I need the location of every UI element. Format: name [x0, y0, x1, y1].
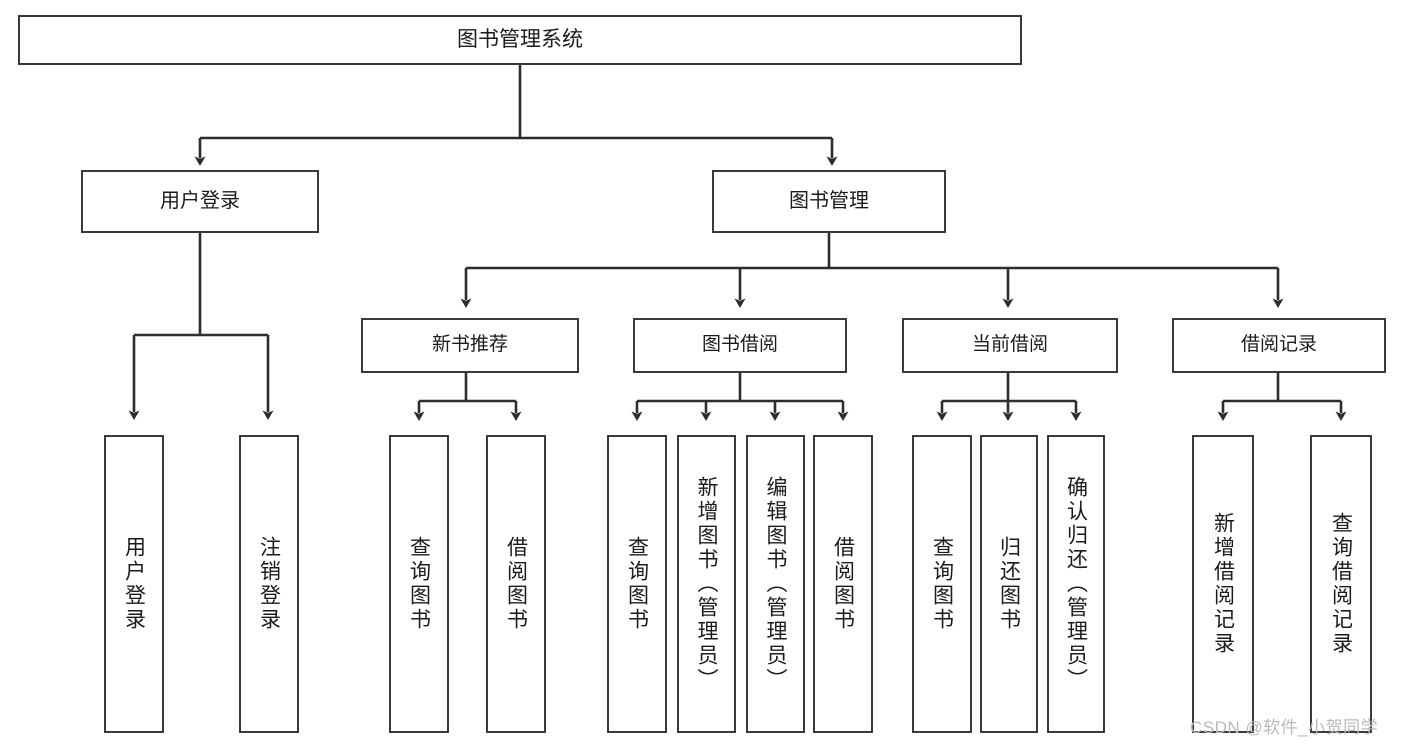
leaf-new-book-borrow-book[interactable]: 借阅图书: [486, 435, 546, 733]
node-root-book-management-system[interactable]: 图书管理系统: [18, 15, 1022, 65]
node-label: 借阅图书: [504, 536, 528, 632]
node-label: 查询借阅记录: [1329, 512, 1353, 656]
node-label: 图书借阅: [701, 334, 778, 356]
leaf-current-borrow-query-book[interactable]: 查询图书: [912, 435, 972, 733]
node-label: 新书推荐: [431, 334, 508, 356]
node-label: 确认归还（管理员）: [1064, 476, 1088, 692]
node-label: 图书管理系统: [457, 27, 583, 51]
node-label: 新增图书（管理员）: [695, 476, 718, 692]
node-label: 新增借阅记录: [1211, 512, 1235, 656]
node-label: 查询图书: [625, 536, 649, 632]
leaf-user-login-login[interactable]: 用户登录: [104, 435, 164, 733]
leaf-book-borrow-add-book-admin[interactable]: 新增图书（管理员）: [677, 435, 736, 733]
node-label: 归还图书: [997, 536, 1021, 632]
node-label: 图书管理: [789, 189, 869, 212]
leaf-book-borrow-edit-book-admin[interactable]: 编辑图书（管理员）: [746, 435, 805, 733]
leaf-book-borrow-query-book[interactable]: 查询图书: [607, 435, 667, 733]
leaf-current-borrow-return-book[interactable]: 归还图书: [980, 435, 1038, 733]
csdn-watermark: CSDN @软件_小贺同学: [1190, 718, 1379, 737]
node-label: 注销登录: [257, 536, 281, 632]
leaf-current-borrow-confirm-return-admin[interactable]: 确认归还（管理员）: [1047, 435, 1105, 733]
node-book-management[interactable]: 图书管理: [712, 170, 946, 233]
node-label: 借阅记录: [1240, 334, 1317, 356]
leaf-book-borrow-borrow-book[interactable]: 借阅图书: [813, 435, 873, 733]
node-label: 当前借阅: [971, 334, 1048, 356]
leaf-borrow-record-add-record[interactable]: 新增借阅记录: [1192, 435, 1254, 733]
node-label: 借阅图书: [831, 536, 855, 632]
leaf-user-login-logout[interactable]: 注销登录: [239, 435, 299, 733]
node-label: 用户登录: [160, 189, 240, 212]
node-borrow-record[interactable]: 借阅记录: [1172, 318, 1386, 373]
node-user-login[interactable]: 用户登录: [81, 170, 319, 233]
node-new-book-recommend[interactable]: 新书推荐: [361, 318, 579, 373]
node-current-borrow[interactable]: 当前借阅: [902, 318, 1118, 373]
node-label: 用户登录: [122, 536, 146, 632]
node-label: 编辑图书（管理员）: [764, 476, 787, 692]
leaf-new-book-query-book[interactable]: 查询图书: [389, 435, 449, 733]
node-label: 查询图书: [930, 536, 954, 632]
node-book-borrow[interactable]: 图书借阅: [633, 318, 847, 373]
leaf-borrow-record-query-record[interactable]: 查询借阅记录: [1310, 435, 1372, 733]
node-label: 查询图书: [407, 536, 431, 632]
